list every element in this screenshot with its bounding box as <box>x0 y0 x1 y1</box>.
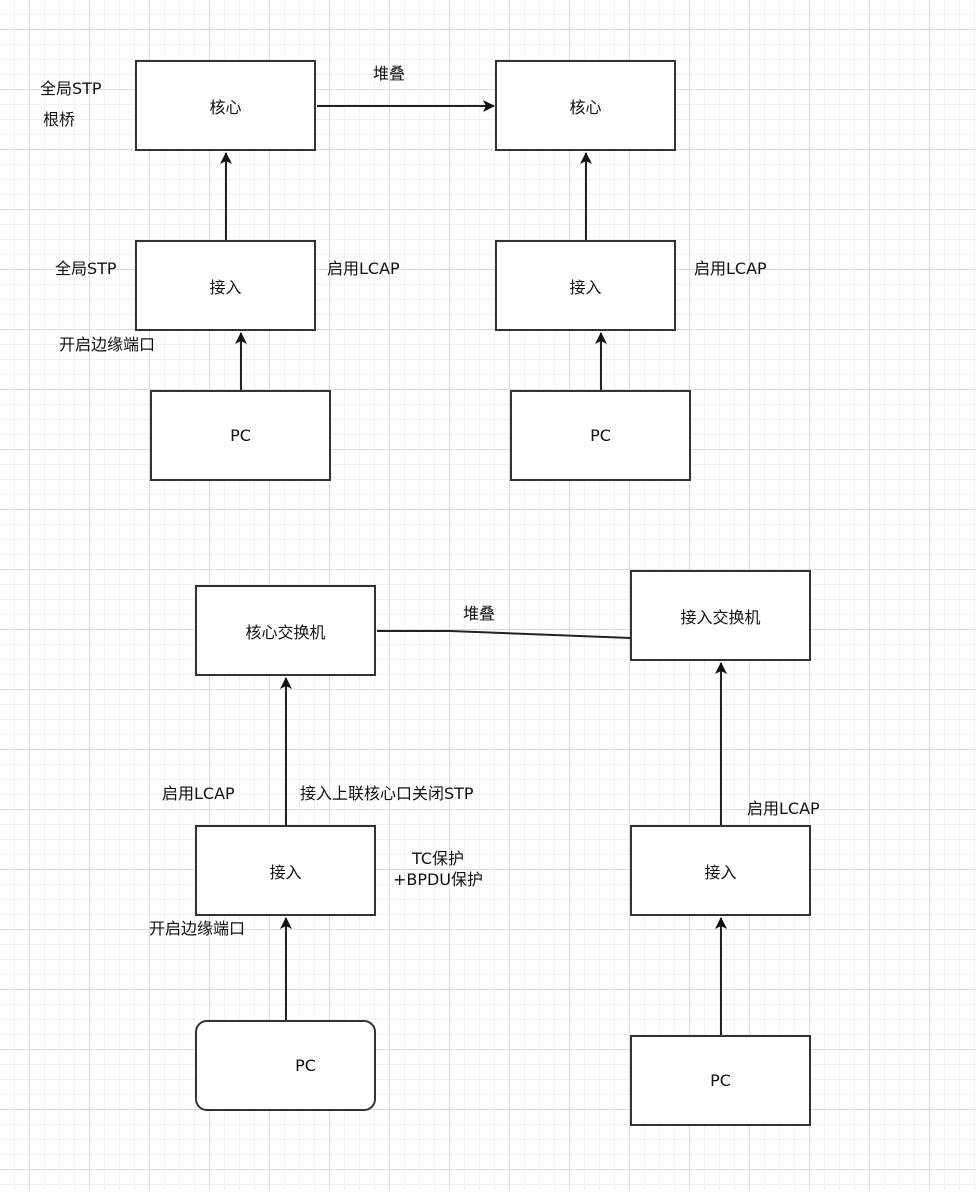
node-top-right-core[interactable]: 核心 <box>495 60 676 151</box>
label-uplink-stp-off: 接入上联核心口关闭STP <box>300 784 474 803</box>
label-root-bridge: 根桥 <box>43 110 76 129</box>
node-bottom-left-pc[interactable]: PC <box>195 1020 376 1111</box>
label-global-stp: 全局STP <box>55 259 117 278</box>
edge-bottom-stack <box>377 630 632 639</box>
node-bottom-right-access-switch[interactable]: 接入交换机 <box>630 570 811 661</box>
label-global-stp: 全局STP <box>40 79 102 98</box>
node-bottom-right-pc[interactable]: PC <box>630 1035 811 1126</box>
label-enable-lacp: 启用LCAP <box>747 799 820 818</box>
node-label: 核心 <box>569 97 602 117</box>
node-top-left-core[interactable]: 核心 <box>135 60 316 151</box>
label-stack: 堆叠 <box>373 64 406 83</box>
node-top-right-access[interactable]: 接入 <box>495 240 676 331</box>
label-stack: 堆叠 <box>463 604 496 623</box>
node-label: 核心 <box>209 97 242 117</box>
node-label: 接入 <box>209 277 242 297</box>
node-label: 接入 <box>269 862 302 882</box>
label-enable-lacp: 启用LCAP <box>162 784 235 803</box>
node-label: PC <box>295 1056 316 1075</box>
node-label: 接入 <box>569 277 602 297</box>
label-tc-protect: TC保护 <box>411 849 464 868</box>
node-top-left-pc[interactable]: PC <box>150 390 331 481</box>
label-edge-port: 开启边缘端口 <box>59 335 156 354</box>
node-bottom-right-access[interactable]: 接入 <box>630 825 811 916</box>
node-label: 接入 <box>704 862 737 882</box>
node-label: PC <box>230 426 251 445</box>
node-label: PC <box>590 426 611 445</box>
label-edge-port: 开启边缘端口 <box>149 919 246 938</box>
node-label: 核心交换机 <box>245 622 326 642</box>
label-enable-lacp: 启用LCAP <box>694 259 767 278</box>
node-bottom-left-access[interactable]: 接入 <box>195 825 376 916</box>
node-top-left-access[interactable]: 接入 <box>135 240 316 331</box>
node-label: PC <box>710 1071 731 1090</box>
node-bottom-left-core-switch[interactable]: 核心交换机 <box>195 585 376 676</box>
node-top-right-pc[interactable]: PC <box>510 390 691 481</box>
node-label: 接入交换机 <box>680 607 761 627</box>
label-bpdu-protect: +BPDU保护 <box>392 870 484 889</box>
label-enable-lacp: 启用LCAP <box>327 259 400 278</box>
